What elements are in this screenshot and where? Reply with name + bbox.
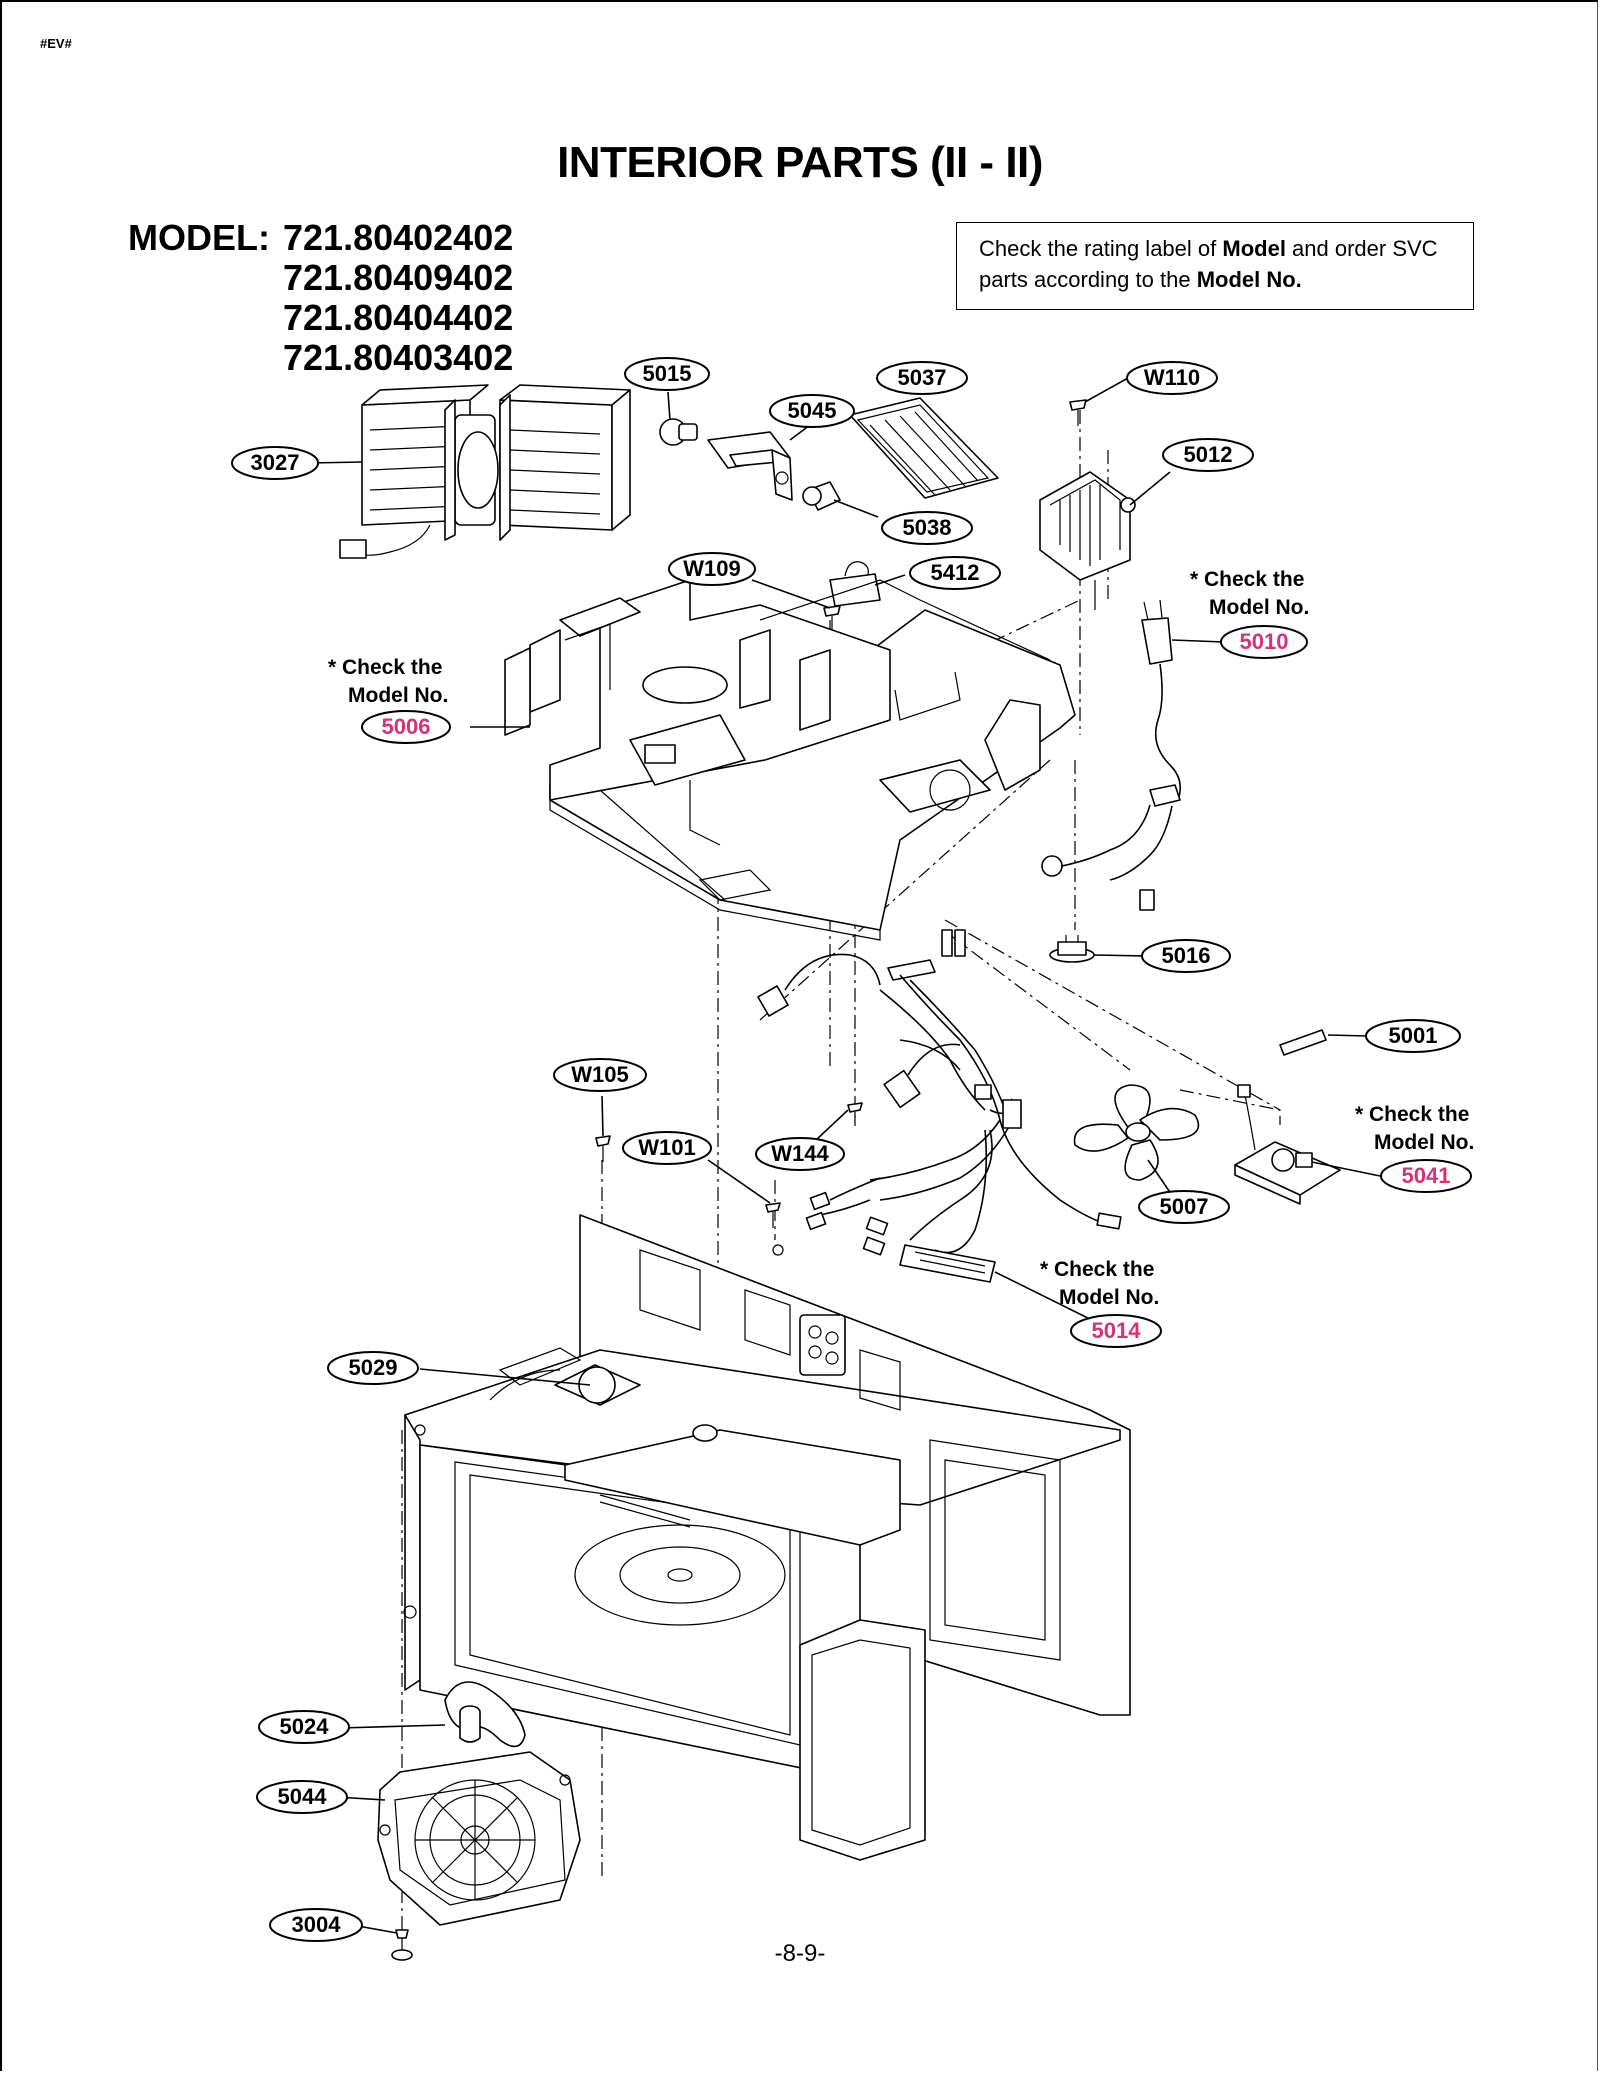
- callout-5014: 5014: [1070, 1314, 1162, 1348]
- callout-5041: 5041: [1380, 1159, 1472, 1193]
- callout-label: 5006: [382, 714, 431, 739]
- page-title: INTERIOR PARTS (II - II): [557, 138, 1043, 187]
- callout-5045: 5045: [769, 394, 855, 428]
- note-5014: * Check the Model No.: [1040, 1258, 1159, 1309]
- part-wire-harness: [757, 929, 1122, 1283]
- callout-label: 3004: [292, 1912, 342, 1937]
- part-5038-lamp: [802, 481, 841, 511]
- part-5007-fan-blade: [1073, 1084, 1200, 1181]
- part-5024-coupler: [444, 1681, 526, 1748]
- callout-label: 5016: [1162, 943, 1211, 968]
- callout-5038: 5038: [881, 511, 973, 545]
- part-5029-cavity: [403, 1214, 1131, 1861]
- callout-5012: 5012: [1162, 438, 1254, 472]
- model-number: 721.80409402: [283, 257, 514, 298]
- part-5037-filter: [849, 397, 999, 499]
- callout-5029: 5029: [327, 1351, 419, 1385]
- notice-text: and order SVC parts according to the: [979, 236, 1438, 292]
- part-W101-screw: [765, 1202, 784, 1256]
- part-5041-noise-filter: [1234, 1084, 1341, 1205]
- note-5041: * Check the Model No.: [1355, 1103, 1474, 1154]
- notice-bold-model-no: Model No.: [1196, 267, 1302, 292]
- note-line: * Check the: [1355, 1103, 1469, 1126]
- callout-label: 5015: [643, 361, 692, 386]
- part-5001-fuse: [1279, 1029, 1327, 1056]
- model-list: MODEL: 721.80402402 721.80409402 721.8040…: [128, 218, 513, 378]
- part-5045-lamp-socket: [707, 431, 793, 501]
- model-number: 721.80404402: [283, 297, 514, 338]
- callout-W110: W110: [1126, 361, 1218, 395]
- callout-5015: 5015: [624, 357, 710, 391]
- callout-label: 3027: [251, 450, 300, 475]
- callout-5010: 5010: [1220, 625, 1308, 659]
- note-line: * Check the: [1190, 568, 1304, 591]
- callout-W101: W101: [622, 1131, 712, 1165]
- callout-label: 5012: [1184, 442, 1233, 467]
- part-W110-screw: [1069, 399, 1087, 426]
- model-number: 721.80403402: [283, 337, 514, 378]
- callout-label: W105: [571, 1062, 628, 1087]
- callout-label: W101: [638, 1135, 695, 1160]
- corner-tag: #EV#: [40, 36, 72, 51]
- callout-label: 5007: [1160, 1194, 1209, 1219]
- callout-3027: 3027: [231, 446, 319, 480]
- part-3004-screw: [391, 1929, 413, 1961]
- callout-5006: 5006: [361, 710, 451, 744]
- part-5012-motor: [1039, 471, 1136, 610]
- note-line: Model No.: [1059, 1286, 1159, 1309]
- note-line: Model No.: [1209, 596, 1309, 619]
- note-5006: * Check the Model No.: [328, 656, 448, 707]
- callout-label: 5045: [788, 398, 837, 423]
- note-line: * Check the: [328, 656, 442, 679]
- part-W109-screw: [823, 605, 841, 630]
- part-5006-base-plate: [504, 579, 1076, 941]
- callout-label: 5412: [931, 560, 980, 585]
- callout-label: 5024: [280, 1714, 330, 1739]
- callout-3004: 3004: [269, 1908, 363, 1942]
- callout-label: 5001: [1389, 1023, 1438, 1048]
- note-line: Model No.: [1374, 1131, 1474, 1154]
- callout-label: 5038: [903, 515, 952, 540]
- callout-label: 5014: [1092, 1318, 1142, 1343]
- callout-5007: 5007: [1138, 1190, 1230, 1224]
- part-W144-screw: [847, 1102, 863, 1126]
- callout-label: W144: [771, 1141, 829, 1166]
- part-5412-switch: [829, 561, 881, 607]
- model-label: MODEL:: [128, 217, 270, 258]
- callout-label: 5029: [349, 1355, 398, 1380]
- callout-label: 5044: [278, 1784, 328, 1809]
- callout-W144: W144: [755, 1137, 845, 1171]
- page-number: -8-9-: [774, 1940, 826, 1967]
- notice-bold-model: Model: [1222, 236, 1286, 261]
- callout-5037: 5037: [876, 361, 968, 395]
- note-line: Model No.: [348, 684, 448, 707]
- callout-label: W110: [1144, 365, 1200, 390]
- callout-label: 5041: [1402, 1163, 1451, 1188]
- callout-label: 5010: [1240, 629, 1289, 654]
- part-5016-thermostat: [1049, 935, 1095, 963]
- part-3027-fan-motor: [339, 384, 631, 559]
- note-5010: * Check the Model No.: [1190, 568, 1309, 619]
- rating-label-notice: Check the rating label of Model and orde…: [956, 222, 1474, 310]
- part-5015-lamp: [659, 418, 698, 446]
- notice-text: Check the rating label of: [979, 236, 1223, 261]
- callout-label: W109: [683, 556, 740, 581]
- callout-W109: W109: [668, 552, 756, 586]
- callout-5412: 5412: [909, 556, 1001, 590]
- callout-5001: 5001: [1365, 1019, 1461, 1053]
- note-line: * Check the: [1040, 1258, 1154, 1281]
- callout-label: 5037: [898, 365, 947, 390]
- callout-5044: 5044: [256, 1780, 348, 1814]
- callout-5024: 5024: [258, 1710, 350, 1744]
- part-W105-screw: [595, 1135, 611, 1162]
- callout-W105: W105: [553, 1058, 647, 1092]
- part-5010-power-cord: [1041, 599, 1181, 911]
- model-number: 721.80402402: [283, 217, 514, 258]
- part-5044-motor-cover: [377, 1751, 581, 1926]
- callout-5016: 5016: [1141, 939, 1231, 973]
